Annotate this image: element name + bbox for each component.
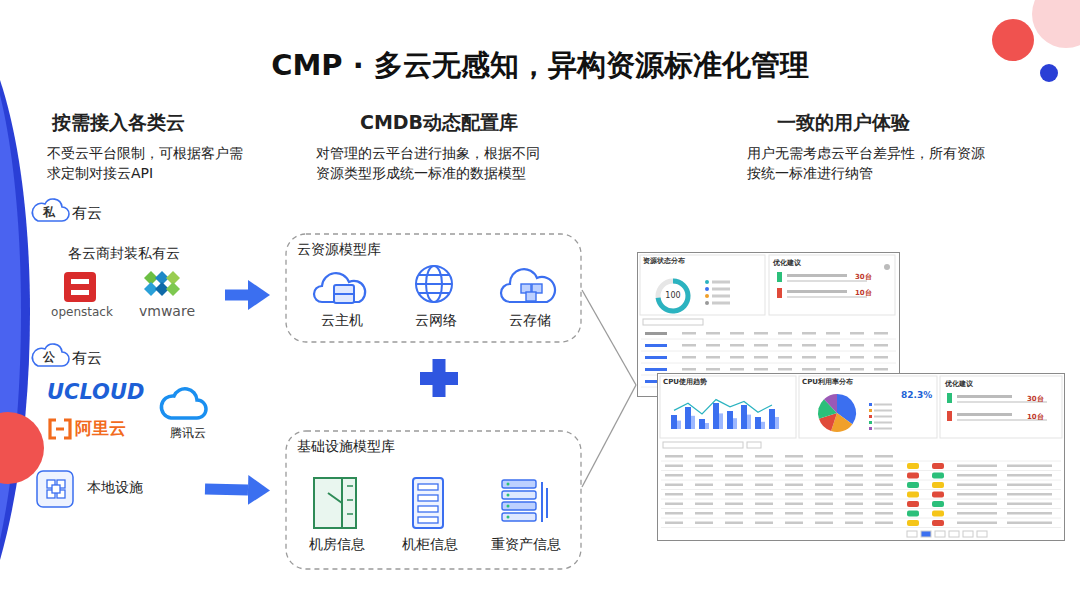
node-text: 腾讯云: [158, 426, 218, 440]
openstack-logo: openstack: [40, 272, 124, 322]
node-text: 有云: [72, 349, 102, 367]
plus-sign: [420, 359, 458, 397]
tencent-logo: 腾讯云: [158, 380, 218, 446]
vmware-logo: vmware: [125, 272, 209, 322]
blue-dot: [1040, 64, 1058, 82]
cloud-model-box: 云资源模型库云主机云网络云存储: [285, 233, 582, 343]
node-text: CPU利用率分布: [802, 378, 853, 386]
connector-line: [582, 385, 636, 487]
node-text: 30台: [855, 273, 872, 281]
node-text: vmware: [125, 303, 209, 320]
node-text: 各云商封装私有云: [68, 245, 180, 262]
node-text: 云存储: [488, 312, 572, 329]
page-title: CMP · 多云无感知，异构资源标准化管理: [0, 44, 1080, 86]
pink-circle: [1032, 0, 1080, 48]
node-text: 云主机: [300, 312, 384, 329]
node-text: 资源状态分布: [643, 257, 685, 265]
red-circle: [0, 412, 44, 484]
aliyun-logo: 阿里云: [48, 414, 138, 444]
column-heading: CMDB动态配置库: [360, 109, 600, 137]
node-text: 10台: [1027, 413, 1044, 421]
node-text: 30台: [1027, 395, 1044, 403]
node-text: 阿里云: [75, 418, 126, 438]
connector-line: [582, 290, 636, 385]
infra-model-box: 基础设施模型库机房信息机柜信息重资产信息: [285, 430, 582, 570]
node-text: 重资产信息: [472, 536, 580, 553]
dashboard-screenshot-icon: [657, 373, 1065, 541]
dashboard-screenshot: CPU使用趋势 CPU利用率分布 82.3% 优化建议 30台 10台: [657, 373, 1065, 541]
node-text: 云资源模型库: [297, 241, 381, 258]
node-text: 机房信息: [292, 536, 382, 553]
local-facility: 本地设施: [35, 468, 185, 510]
private-cloud-group: 私 有云各云商封装私有云 openstackvmware: [30, 195, 220, 330]
node-text: 优化建议: [945, 380, 973, 388]
node-text: 有云: [72, 204, 102, 222]
column-heading: 按需接入各类云: [52, 109, 292, 137]
red-circle: [992, 19, 1034, 61]
rack-info: 机柜信息: [385, 476, 475, 560]
node-text: 10台: [855, 289, 872, 297]
node-text: 100: [663, 291, 683, 301]
flow-arrow: [225, 290, 248, 301]
cloud-storage: 云存储: [488, 264, 572, 336]
node-text: 优化建议: [773, 259, 801, 267]
asset-info: 重资产信息: [472, 476, 580, 560]
column-description: 不受云平台限制，可根据客户需求定制对接云API: [47, 143, 252, 184]
ucloud-logo: UCLOUD: [45, 378, 149, 410]
node-text: openstack: [40, 305, 124, 319]
public-cloud-group: 公 有云 UCLOUD 阿里云 腾讯云: [30, 340, 220, 455]
cloud-network: 云网络: [394, 264, 478, 336]
node-text: 82.3%: [901, 390, 932, 401]
node-text: 公: [43, 350, 55, 364]
column-description: 用户无需考虑云平台差异性，所有资源按统一标准进行纳管: [747, 143, 995, 184]
left-band: [0, 80, 30, 560]
node-text: 私: [43, 205, 55, 219]
node-text: 云网络: [394, 312, 478, 329]
column-description: 对管理的云平台进行抽象，根据不同资源类型形成统一标准的数据模型: [316, 143, 548, 184]
node-text: CPU使用趋势: [663, 378, 707, 386]
node-text: 基础设施模型库: [297, 438, 395, 455]
node-text: UCLOUD: [47, 380, 144, 405]
flow-arrow: [205, 489, 248, 490]
column-heading: 一致的用户体验: [777, 109, 1017, 137]
cloud-host: 云主机: [300, 264, 384, 336]
node-text: 本地设施: [87, 479, 143, 496]
machine-room: 机房信息: [292, 476, 382, 560]
node-text: 机柜信息: [385, 536, 475, 553]
